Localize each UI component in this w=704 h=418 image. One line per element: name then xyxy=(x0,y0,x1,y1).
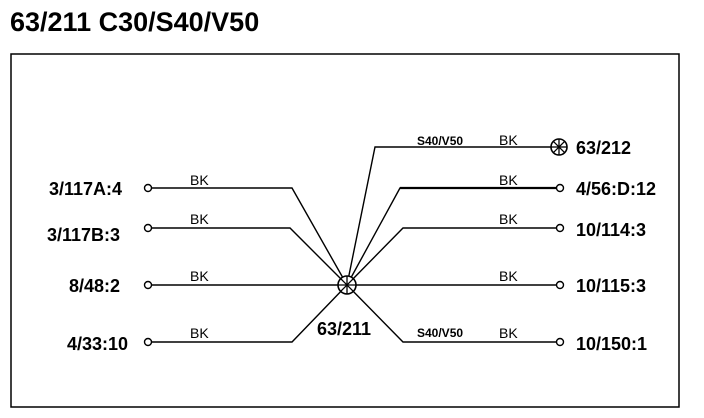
terminal-right-2[interactable] xyxy=(555,223,565,233)
left-terminal-label-1: 3/117A:4 xyxy=(49,179,122,199)
left-terminal-label-3: 8/48:2 xyxy=(69,276,120,296)
right-terminal-label-1: 4/56:D:12 xyxy=(576,179,656,199)
wire-right-2 xyxy=(346,227,556,286)
wire-ground xyxy=(346,146,552,286)
splice-label: 63/211 xyxy=(317,319,371,339)
wire-right-1a xyxy=(346,187,420,286)
right-terminal-label-2: 10/114:3 xyxy=(576,220,646,240)
right-wire-color-2: BK xyxy=(499,211,518,227)
terminal-left-3[interactable] xyxy=(143,280,153,290)
left-terminal-label-2: 3/117B:3 xyxy=(47,225,120,245)
right-terminal-label-4: 10/150:1 xyxy=(576,334,647,354)
right-wire-color-4: BK xyxy=(499,325,518,341)
wire-left-4 xyxy=(150,284,348,343)
right-wire-color-1: BK xyxy=(499,172,518,188)
ground-symbol-icon xyxy=(550,138,568,156)
terminal-left-4[interactable] xyxy=(143,337,153,347)
terminal-right-1[interactable] xyxy=(555,183,565,193)
terminal-left-1[interactable] xyxy=(143,183,153,193)
terminal-left-2[interactable] xyxy=(143,223,153,233)
right-wire-variant-4: S40/V50 xyxy=(417,326,463,340)
left-wire-color-1: BK xyxy=(190,172,209,188)
splice-icon[interactable] xyxy=(337,275,357,295)
left-wire-color-4: BK xyxy=(190,325,209,341)
ground-variant-label: S40/V50 xyxy=(417,134,463,148)
left-terminal-label-4: 4/33:10 xyxy=(67,334,128,354)
diagram-title: 63/211 C30/S40/V50 xyxy=(10,7,260,37)
ground-label: 63/212 xyxy=(576,138,631,158)
wire-left-1 xyxy=(150,187,348,286)
diagram-frame xyxy=(10,53,680,408)
left-wire-color-3: BK xyxy=(190,268,209,284)
wire-left-2 xyxy=(150,227,348,286)
right-wire-color-3: BK xyxy=(499,268,518,284)
ground-wire-color: BK xyxy=(499,132,518,148)
terminal-right-4[interactable] xyxy=(555,337,565,347)
terminal-right-3[interactable] xyxy=(555,280,565,290)
right-terminal-label-3: 10/115:3 xyxy=(576,276,646,296)
wire-right-4 xyxy=(346,284,556,343)
left-wire-color-2: BK xyxy=(190,211,209,227)
